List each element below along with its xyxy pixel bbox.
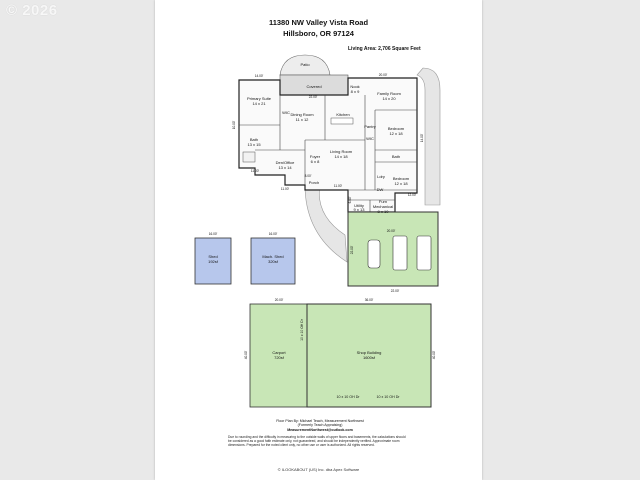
garage-vehicles	[367, 235, 432, 271]
interior-walls	[239, 95, 417, 212]
dining-room-size: 11 x 12	[296, 117, 310, 122]
credit-email: MeasurementNorthwest@outlook.com	[287, 427, 353, 432]
kitchen-label: Kitchen	[336, 112, 349, 117]
carport	[249, 303, 308, 408]
dim-label: 22.00'	[350, 245, 354, 254]
primary-suite-label: Primary Suite	[247, 96, 272, 101]
shed-label: Shed	[208, 254, 217, 259]
oh-door-2-label: 10 x 10 OH Dr	[377, 395, 401, 399]
shed	[194, 237, 232, 285]
bedroom-2-label: Bedroom	[393, 176, 410, 181]
dim-label: 14.00'	[255, 74, 264, 78]
dim-label: 8.00'	[305, 174, 312, 178]
utility-label: Utility	[354, 203, 364, 208]
driveway-path	[304, 184, 348, 263]
bedroom-2-size: 12 x 18	[394, 181, 408, 186]
dim-label: 40.00'	[432, 350, 436, 359]
dim-label: 6.00'	[348, 196, 352, 203]
den-office-size: 13 x 14	[278, 165, 292, 170]
bedroom-1-label: Bedroom	[388, 126, 405, 131]
credit-note: (Formerly Teach Appraising)	[297, 423, 343, 428]
living-room-label: Living Room	[330, 149, 353, 154]
nook-label: Nook	[350, 84, 359, 89]
machine-shed	[250, 237, 296, 285]
dim-label: 16.00'	[209, 232, 218, 236]
carport-label: Carport	[272, 350, 286, 355]
bedroom-1-size: 12 x 18	[389, 131, 403, 136]
bathtub	[242, 151, 256, 163]
wic-2-label: WIC	[366, 136, 374, 141]
dw-label: DW	[377, 187, 384, 192]
porch-label: Porch	[309, 180, 319, 185]
shop-building	[306, 303, 432, 408]
dim-label: 22.00'	[309, 95, 318, 99]
shop-building-label: Shop Building	[357, 350, 382, 355]
nook-size: 8 x 9	[351, 89, 360, 94]
den-office-label: Den/Office	[276, 160, 296, 165]
family-room-label: Family Room	[377, 91, 401, 96]
address-line-2: Hillsboro, OR 97124	[283, 29, 354, 38]
bath-2-label: Bath	[392, 154, 400, 159]
floor-plan-drawing: Patio Covered Nook 8 x 9 Family Room 14 …	[194, 54, 441, 408]
copyright-watermark: © 2026	[6, 2, 58, 19]
mechanical-size: 8 x 10	[378, 209, 390, 214]
dim-label: 11.00'	[281, 187, 290, 191]
mach-shed-label: Mach. Shed	[262, 254, 283, 259]
carport-size: 720sf	[274, 355, 285, 360]
patio-label: Patio	[300, 62, 310, 67]
furn-label: Furn	[379, 199, 387, 204]
dim-label: 22.00'	[391, 289, 400, 293]
credit-line: Floor Plan By: Michael Teach, Measuremen…	[276, 419, 364, 423]
dim-label: 16.00'	[269, 232, 278, 236]
dim-label: 20.00'	[379, 73, 388, 77]
dim-label: 40.00'	[244, 350, 248, 359]
primary-suite-size: 14 x 21	[252, 101, 266, 106]
floor-plan-sheet: 11380 NW Valley Vista Road Hillsboro, OR…	[155, 0, 482, 480]
covered-label: Covered	[306, 84, 321, 89]
living-area-label: Living Area: 2,706 Square Feet	[348, 46, 421, 52]
dim-label: 20.00'	[275, 298, 284, 302]
dim-label: 14.00'	[420, 133, 424, 142]
address-line-1: 11380 NW Valley Vista Road	[268, 18, 369, 27]
family-room-size: 14 x 20	[382, 96, 396, 101]
pantry-label: Pantry	[364, 124, 376, 129]
wic-1-label: WIC	[282, 110, 290, 115]
dim-label: 10.00'	[232, 120, 236, 129]
dining-room-label: Dining Room	[290, 112, 314, 117]
dim-label: 36.00'	[365, 298, 374, 302]
dim-label: 11.00'	[334, 184, 343, 188]
oh-door-1-label: 10 x 10 OH Dr	[337, 395, 361, 399]
foyer-size: 6 x 8	[311, 159, 320, 164]
bath-1-label: Bath	[250, 137, 258, 142]
ldry-label: Ldry	[377, 174, 385, 179]
walkway-east	[416, 67, 441, 206]
dim-label: 12.00'	[408, 193, 417, 197]
patio	[279, 54, 331, 76]
living-room-size: 14 x 18	[334, 154, 348, 159]
shop-building-size: 1600sf	[363, 355, 376, 360]
footer-text: © ILOOKABOUT (US) Inc. dba Apex Software	[277, 467, 360, 472]
mach-shed-size: 320sf	[268, 259, 279, 264]
dim-label: 11.00'	[251, 169, 260, 173]
mechanical-label: Mechanical	[373, 204, 393, 209]
bath-1-size: 13 x 15	[247, 142, 261, 147]
shed-size: 192sf	[208, 259, 219, 264]
utility-size: 9 x 13	[354, 207, 366, 212]
credit-block: Floor Plan By: Michael Teach, Measuremen…	[225, 419, 415, 432]
dim-label: 20.00'	[387, 229, 396, 233]
foyer-label: Foyer	[310, 154, 321, 159]
kitchen-island	[330, 117, 354, 125]
oh-door-side-label: 10 x 10 OH Dr	[300, 318, 304, 341]
disclaimer-text: Due to rounding and the difficulty in me…	[228, 435, 406, 447]
